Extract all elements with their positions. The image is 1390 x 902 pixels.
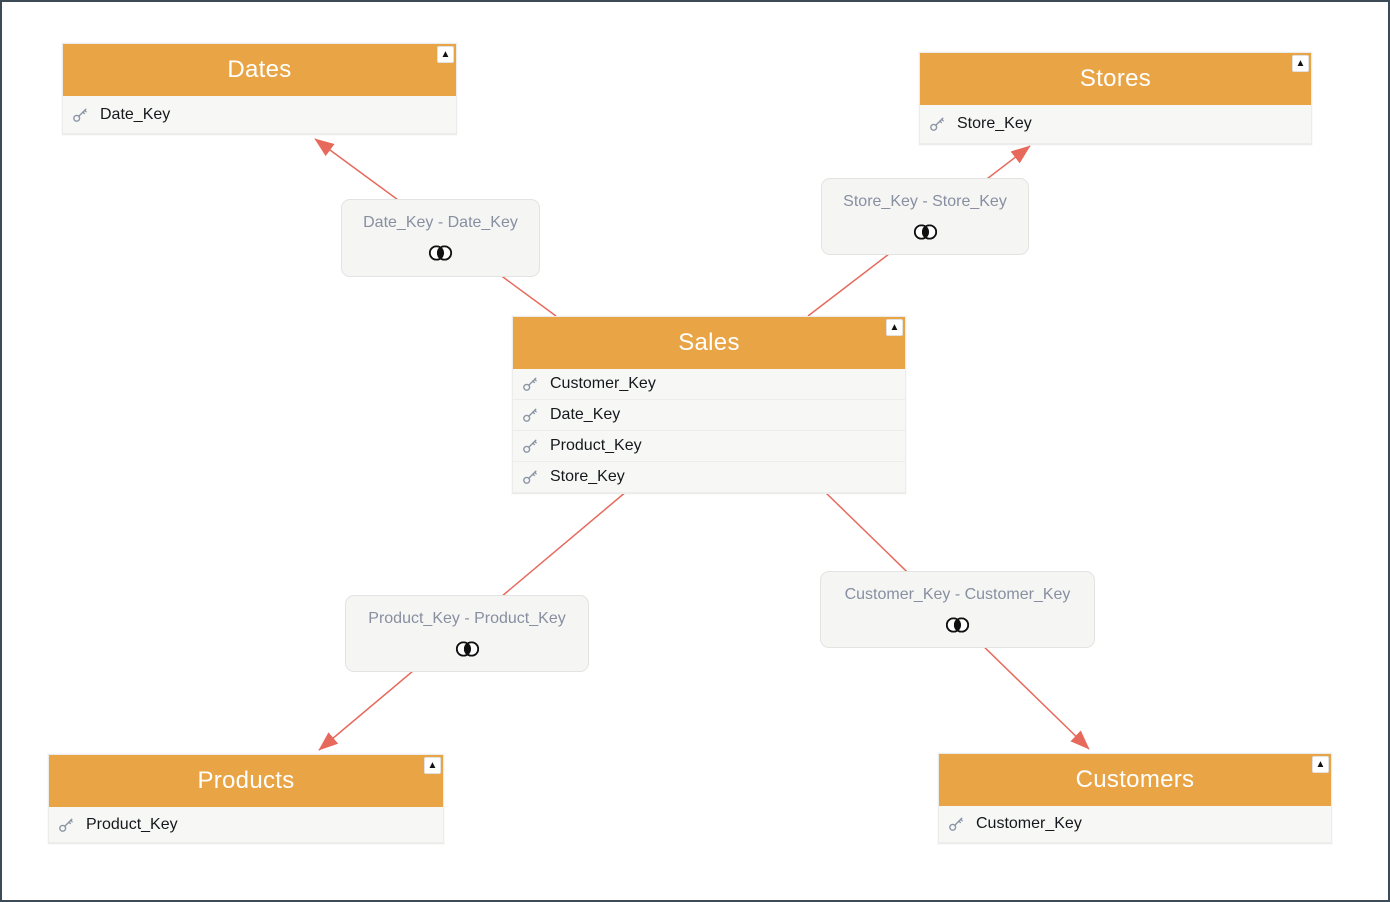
relationship-label: Date_Key - Date_Key [363, 214, 518, 231]
field-name: Customer_Key [550, 375, 656, 392]
field-name: Product_Key [86, 815, 178, 833]
field-name: Customer_Key [976, 815, 1082, 832]
table-title: Dates [227, 56, 292, 83]
field-name: Date_Key [100, 105, 171, 123]
relationship-label: Customer_Key - Customer_Key [844, 585, 1071, 603]
table-sales: Sales ▲ Customer_Key [512, 316, 906, 494]
table-stores-header[interactable]: Stores ▲ [920, 53, 1311, 105]
field-row[interactable]: Customer_Key [513, 369, 905, 400]
collapse-icon[interactable]: ▲ [886, 319, 903, 336]
table-body: Product_Key [49, 807, 443, 843]
collapse-icon[interactable]: ▲ [1312, 756, 1329, 773]
field-row[interactable]: Customer_Key [939, 806, 1331, 843]
collapse-icon[interactable]: ▲ [1292, 55, 1309, 72]
key-icon [523, 377, 537, 391]
field-row[interactable]: Product_Key [49, 807, 443, 843]
relationship-card-store-key[interactable]: Store_Key - Store_Key [821, 178, 1029, 255]
collapse-icon[interactable]: ▲ [424, 757, 441, 774]
table-body: Store_Key [920, 105, 1311, 144]
key-icon [949, 817, 963, 831]
field-name: Store_Key [550, 468, 625, 485]
table-sales-header[interactable]: Sales ▲ [513, 317, 905, 369]
field-row[interactable]: Date_Key [513, 400, 905, 431]
key-icon [523, 439, 537, 453]
key-icon [523, 470, 537, 484]
relationship-card-date-key[interactable]: Date_Key - Date_Key [341, 199, 540, 277]
table-title: Products [197, 767, 295, 794]
table-title: Customers [1075, 766, 1195, 793]
inner-join-icon [945, 616, 970, 633]
field-row[interactable]: Store_Key [513, 462, 905, 493]
table-products-header[interactable]: Products ▲ [49, 755, 443, 807]
relationship-card-product-key[interactable]: Product_Key - Product_Key [345, 595, 589, 672]
field-row[interactable]: Date_Key [63, 96, 456, 134]
inner-join-icon [913, 223, 937, 240]
field-row[interactable]: Product_Key [513, 431, 905, 462]
inner-join-icon [455, 640, 479, 657]
relationship-card-customer-key[interactable]: Customer_Key - Customer_Key [820, 571, 1095, 648]
table-title: Sales [678, 329, 740, 356]
table-body: Customer_Key [939, 806, 1331, 843]
table-title: Stores [1079, 65, 1152, 92]
table-dates-header[interactable]: Dates ▲ [63, 44, 456, 96]
key-icon [523, 408, 537, 422]
relationship-label: Store_Key - Store_Key [843, 192, 1007, 210]
table-dates: Dates ▲ Date_Key [62, 43, 457, 135]
key-icon [930, 117, 944, 131]
table-customers: Customers ▲ Customer_Key [938, 753, 1332, 844]
table-customers-header[interactable]: Customers ▲ [939, 754, 1331, 806]
field-name: Product_Key [550, 437, 642, 454]
table-body: Customer_Key Date_Key [513, 369, 905, 493]
table-products: Products ▲ Product_Key [48, 754, 444, 844]
inner-join-icon [428, 245, 453, 261]
collapse-icon[interactable]: ▲ [437, 46, 454, 63]
key-icon [59, 818, 73, 832]
field-row[interactable]: Store_Key [920, 105, 1311, 144]
table-body: Date_Key [63, 96, 456, 134]
table-stores: Stores ▲ Store_Key [919, 52, 1312, 145]
field-name: Store_Key [957, 115, 1032, 132]
field-name: Date_Key [550, 406, 621, 423]
key-icon [73, 108, 87, 122]
relationship-label: Product_Key - Product_Key [368, 609, 566, 627]
